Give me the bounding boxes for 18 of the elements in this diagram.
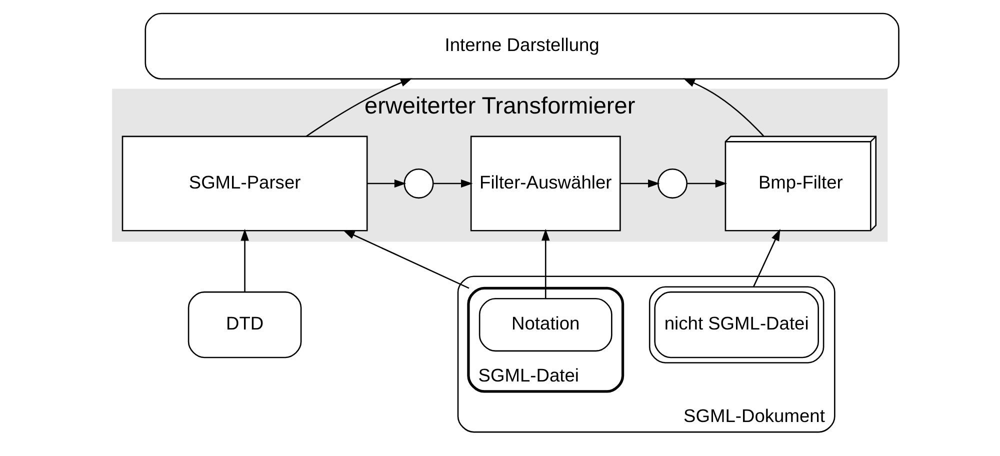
node-box: DTD bbox=[187, 291, 302, 358]
arrow bbox=[305, 78, 412, 137]
arrow bbox=[686, 179, 727, 188]
node-box: Filter-Auswähler bbox=[470, 136, 620, 232]
node-box: nicht SGML-Datei bbox=[648, 286, 824, 364]
arrow bbox=[620, 179, 660, 188]
node-box: Interne Darstellung bbox=[144, 12, 899, 80]
arrow bbox=[366, 179, 406, 188]
node-box: SGML-Parser bbox=[121, 136, 368, 232]
arrow bbox=[342, 230, 469, 289]
node-circle bbox=[403, 168, 434, 199]
node-box: Notation bbox=[478, 298, 612, 352]
arrow bbox=[240, 228, 248, 292]
node-circle bbox=[656, 168, 688, 199]
arrow bbox=[752, 228, 780, 287]
arrow bbox=[433, 179, 472, 188]
arrow bbox=[682, 78, 764, 136]
arrow bbox=[541, 228, 550, 298]
